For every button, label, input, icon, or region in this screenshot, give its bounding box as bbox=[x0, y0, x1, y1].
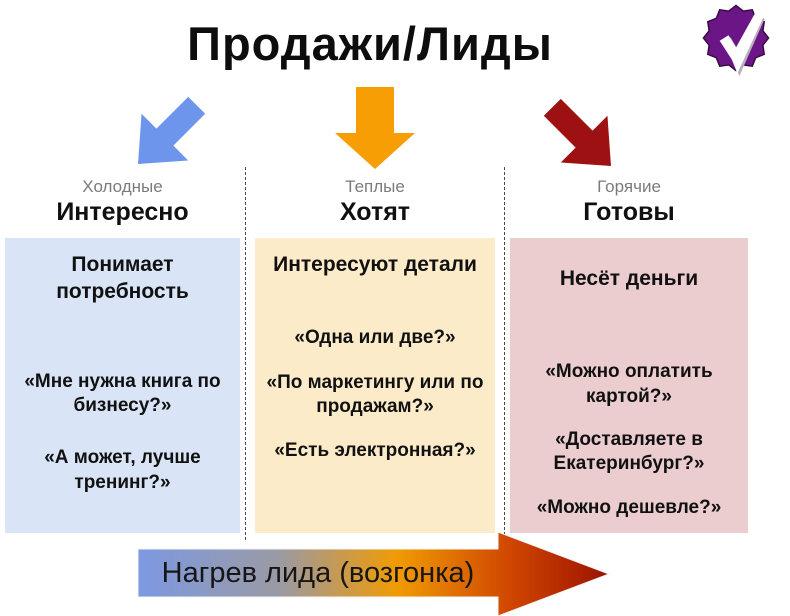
lead-quote: «А может, лучше тренинг?» bbox=[44, 447, 201, 493]
lead-quote: «По маркетингу или по продажам?» bbox=[266, 371, 484, 417]
lead-quote: «Есть электронная?» bbox=[274, 440, 476, 462]
cold-leads-box: Понимает потребность «Мне нужна книга по… bbox=[5, 238, 240, 533]
column-header-hot: Горячие Готовы bbox=[510, 177, 748, 227]
stage-label: Холодные bbox=[82, 177, 163, 196]
warm-leads-box: Интересуют детали «Одна или две?» «По ма… bbox=[255, 238, 495, 533]
column-divider bbox=[504, 167, 505, 540]
quotes-list: «Мне нужна книга по бизнесу?» «А может, … bbox=[5, 370, 240, 495]
box-heading: Несёт деньги bbox=[559, 267, 699, 290]
cold-stage-arrow-icon bbox=[121, 92, 213, 178]
stage-label: Теплые bbox=[345, 177, 405, 196]
heating-arrow-label: Нагрев лида (возгонка) bbox=[161, 556, 475, 589]
page-title: Продажи/Лиды bbox=[187, 17, 553, 70]
lead-quote: «Можно оплатить картой?» bbox=[545, 361, 713, 407]
checkmark-seal-icon bbox=[702, 2, 770, 77]
hot-stage-arrow-icon bbox=[536, 94, 628, 180]
lead-quote: «Одна или две?» bbox=[294, 327, 456, 349]
state-label: Хотят bbox=[339, 198, 411, 226]
state-label: Готовы bbox=[583, 198, 675, 226]
lead-heating-arrow: Нагрев лида (возгонка) bbox=[137, 531, 613, 616]
state-label: Интересно bbox=[56, 198, 189, 226]
lead-quote: «Доставляете в Екатеринбург?» bbox=[553, 428, 705, 475]
column-divider bbox=[245, 167, 246, 540]
box-heading: Интересуют детали bbox=[273, 253, 477, 276]
warm-stage-arrow-icon bbox=[333, 87, 417, 171]
quotes-list: «Одна или две?» «По маркетингу или по пр… bbox=[255, 326, 495, 463]
hot-leads-box: Несёт деньги «Можно оплатить картой?» «Д… bbox=[510, 238, 748, 533]
column-header-cold: Холодные Интересно bbox=[5, 177, 240, 227]
lead-quote: «Мне нужна книга по бизнесу?» bbox=[24, 370, 221, 416]
column-header-warm: Теплые Хотят bbox=[255, 177, 495, 227]
stage-label: Горячие bbox=[597, 177, 661, 196]
box-heading: Понимает потребность bbox=[56, 253, 189, 304]
quotes-list: «Можно оплатить картой?» «Доставляете в … bbox=[510, 360, 748, 520]
lead-quote: «Можно дешевле?» bbox=[536, 496, 722, 518]
